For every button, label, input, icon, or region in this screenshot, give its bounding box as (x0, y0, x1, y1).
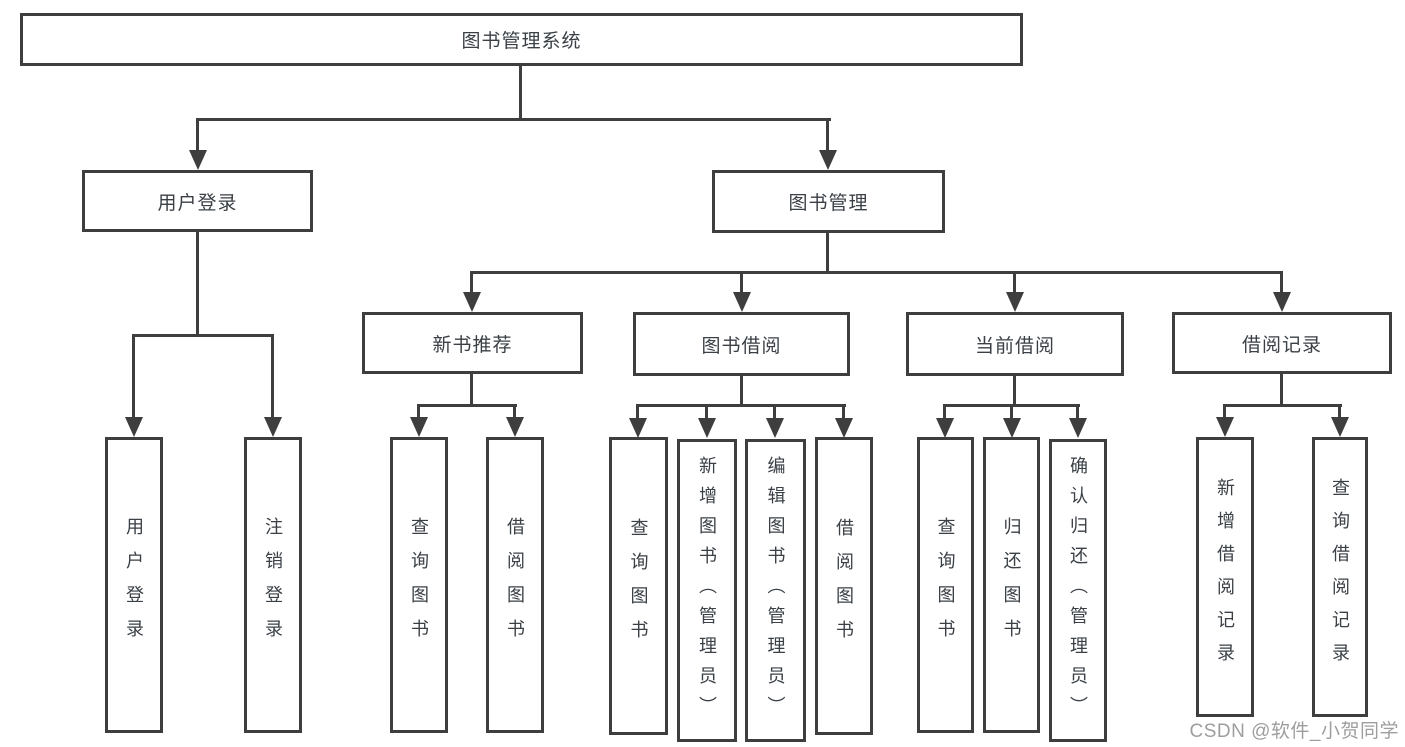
arrowhead (264, 417, 282, 437)
arrowhead (819, 150, 837, 170)
connector-vline (773, 404, 776, 420)
connector-vline (1223, 404, 1226, 420)
connector-vline (943, 404, 946, 420)
leaf-confirm-return-admin-label: 确认归还（管理员） (1068, 455, 1088, 726)
connector-hline (1223, 404, 1342, 407)
connector-vline (740, 376, 743, 406)
leaf-current-query-book: 查询图书 (917, 437, 974, 733)
connector-vline (1013, 376, 1016, 406)
connector-vline (826, 233, 829, 273)
leaf-borrow-book-label: 借阅图书 (834, 518, 854, 654)
node-user-login: 用户登录 (82, 170, 313, 232)
node-new-book-recommend: 新书推荐 (362, 312, 583, 374)
leaf-return-book-label: 归还图书 (1001, 517, 1022, 653)
connector-vline (636, 404, 639, 420)
connector-vline (705, 404, 708, 420)
connector-vline (1280, 374, 1283, 406)
leaf-edit-book-admin: 编辑图书（管理员） (745, 439, 806, 742)
leaf-current-query-book-label: 查询图书 (935, 517, 956, 653)
connector-vline (519, 66, 522, 120)
arrowhead (1006, 292, 1024, 312)
node-book-borrow: 图书借阅 (633, 312, 850, 376)
arrowhead (506, 417, 524, 437)
arrowhead (1216, 417, 1234, 437)
leaf-return-book: 归还图书 (983, 437, 1040, 733)
arrowhead (125, 417, 143, 437)
leaf-rec-query-book: 查询图书 (390, 437, 448, 733)
connector-vline (740, 271, 743, 295)
connector-hline (132, 334, 274, 337)
arrowhead (1331, 417, 1349, 437)
node-borrow-records: 借阅记录 (1172, 312, 1392, 374)
arrowhead (936, 418, 954, 438)
connector-vline (1013, 271, 1016, 295)
node-root: 图书管理系统 (20, 13, 1023, 66)
leaf-borrow-query-book-label: 查询图书 (628, 518, 649, 654)
connector-vline (196, 232, 199, 336)
leaf-logout: 注销登录 (244, 437, 302, 733)
connector-vline (132, 334, 135, 420)
connector-vline (1076, 404, 1079, 420)
arrowhead (410, 417, 428, 437)
leaf-rec-borrow-book-label: 借阅图书 (505, 517, 525, 653)
connector-hline (197, 118, 831, 121)
node-current-borrow: 当前借阅 (906, 312, 1124, 376)
node-new-book-recommend-label: 新书推荐 (432, 334, 513, 356)
node-book-management: 图书管理 (712, 170, 945, 233)
leaf-rec-borrow-book: 借阅图书 (486, 437, 544, 733)
leaf-confirm-return-admin: 确认归还（管理员） (1049, 439, 1107, 742)
leaf-add-borrow-record: 新增借阅记录 (1196, 437, 1254, 717)
connector-vline (513, 404, 516, 420)
leaf-borrow-query-book: 查询图书 (609, 437, 668, 735)
arrowhead (698, 418, 716, 438)
leaf-query-borrow-record: 查询借阅记录 (1312, 437, 1368, 717)
leaf-add-borrow-record-label: 新增借阅记录 (1215, 478, 1235, 676)
leaf-user-login-label: 用户登录 (124, 517, 144, 653)
connector-vline (842, 404, 845, 420)
connector-vline (196, 118, 199, 152)
arrowhead (629, 418, 647, 438)
connector-vline (470, 374, 473, 406)
connector-vline (826, 118, 829, 152)
csdn-watermark: CSDN @软件_小贺同学 (1189, 721, 1399, 742)
node-user-login-label: 用户登录 (157, 192, 238, 214)
arrowhead (463, 292, 481, 312)
arrowhead (1003, 418, 1021, 438)
node-root-label: 图书管理系统 (461, 31, 582, 52)
leaf-logout-label: 注销登录 (263, 517, 283, 653)
arrowhead (189, 150, 207, 170)
connector-hline (417, 404, 517, 407)
arrowhead (1273, 292, 1291, 312)
arrowhead (733, 292, 751, 312)
leaf-borrow-book: 借阅图书 (815, 437, 873, 735)
connector-vline (470, 271, 473, 295)
connector-vline (1010, 404, 1013, 420)
leaf-user-login: 用户登录 (105, 437, 163, 733)
node-book-management-label: 图书管理 (788, 193, 869, 214)
connector-hline (636, 404, 846, 407)
connector-vline (1280, 271, 1283, 295)
arrowhead (1069, 418, 1087, 438)
node-borrow-records-label: 借阅记录 (1241, 334, 1322, 356)
connector-vline (1338, 404, 1341, 420)
leaf-edit-book-admin-label: 编辑图书（管理员） (765, 455, 786, 726)
connector-vline (271, 334, 274, 420)
leaf-query-borrow-record-label: 查询借阅记录 (1330, 478, 1350, 676)
connector-hline (470, 271, 1282, 274)
leaf-add-book-admin: 新增图书（管理员） (677, 439, 737, 742)
node-current-borrow-label: 当前借阅 (974, 335, 1055, 357)
node-book-borrow-label: 图书借阅 (701, 335, 782, 357)
arrowhead (835, 418, 853, 438)
arrowhead (766, 418, 784, 438)
leaf-rec-query-book-label: 查询图书 (409, 517, 429, 653)
connector-vline (417, 404, 420, 420)
leaf-add-book-admin-label: 新增图书（管理员） (697, 455, 717, 726)
